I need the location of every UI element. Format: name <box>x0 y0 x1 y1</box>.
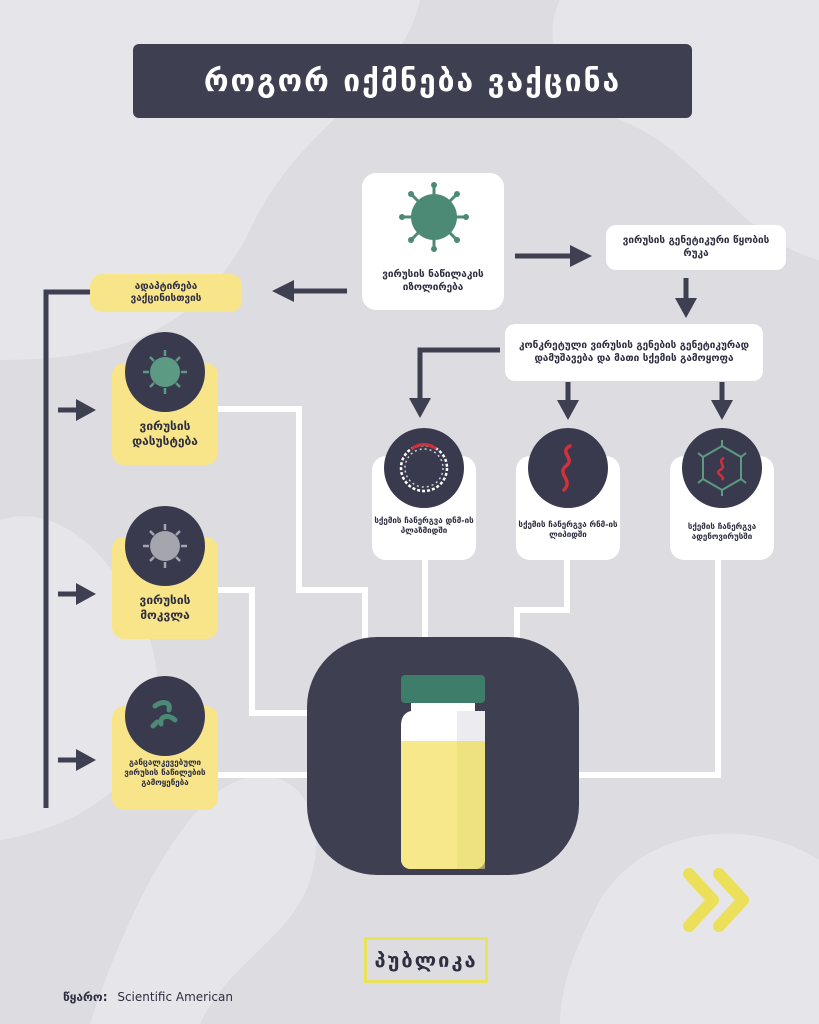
dna-plasmid-icon-circle <box>384 428 464 508</box>
killing-icon-circle <box>125 506 205 586</box>
adenovirus-label: სქემის ჩანერგვა ადენოვირუსში <box>687 522 757 541</box>
source-note: წყარო: Scientific American <box>63 990 233 1004</box>
adaptation-box: ადაპტირება ვაქცინისთვის <box>90 274 242 312</box>
killing-label: ვირუსის მოკვლა <box>139 593 191 622</box>
fast-forward-icon <box>683 868 749 932</box>
source-value: Scientific American <box>117 990 233 1004</box>
weakening-label: ვირუსის დასუსტება <box>132 419 198 448</box>
isolation-card: ვირუსის ნაწილაკის იზოლირება <box>362 173 504 310</box>
virus-icon <box>399 182 469 252</box>
processing-box: კონკრეტული ვირუსის გენების გენეტიკურად დ… <box>505 324 763 381</box>
adenovirus-icon <box>697 440 747 496</box>
dna-plasmid-label: სქემის ჩანერგვა დნმ-ის პლაზმიდში <box>374 516 474 535</box>
dna-plasmid-icon <box>399 443 449 493</box>
virus-icon <box>143 350 187 394</box>
adenovirus-icon-circle <box>682 428 762 508</box>
brand-name: პუბლიკა <box>374 948 478 972</box>
isolation-label: ვირუსის ნაწილაკის იზოლირება <box>382 269 484 293</box>
fragments-label: განცალკევებული ვირუსის ნაწილების გამოყენ… <box>124 758 206 787</box>
genetic-map-box: ვირუსის გენეტიკური წყობის რუკა <box>606 225 786 270</box>
processing-label: კონკრეტული ვირუსის გენების გენეტიკურად დ… <box>518 340 750 364</box>
brand-logo: პუბლიკა <box>364 937 488 983</box>
rna-strand-icon <box>561 444 572 492</box>
page-title: როგორ იქმნება ვაქცინა <box>203 63 622 99</box>
virus-fragments-icon <box>150 700 178 729</box>
dead-virus-icon <box>143 524 187 568</box>
rna-strand-icon-circle <box>528 428 608 508</box>
vaccine-vial-icon <box>401 675 485 869</box>
weakening-icon-circle <box>125 332 205 412</box>
genetic-map-label: ვირუსის გენეტიკური წყობის რუკა <box>622 235 770 259</box>
fragments-icon-circle <box>125 676 205 756</box>
title-banner: როგორ იქმნება ვაქცინა <box>133 44 692 118</box>
rna-lipid-label: სქემის ჩანერგვა რნმ-ის ლიპიდში <box>518 520 618 539</box>
vaccine-vial-panel <box>307 637 579 875</box>
adaptation-label: ადაპტირება ვაქცინისთვის <box>130 280 202 305</box>
source-label: წყარო: <box>63 990 108 1004</box>
